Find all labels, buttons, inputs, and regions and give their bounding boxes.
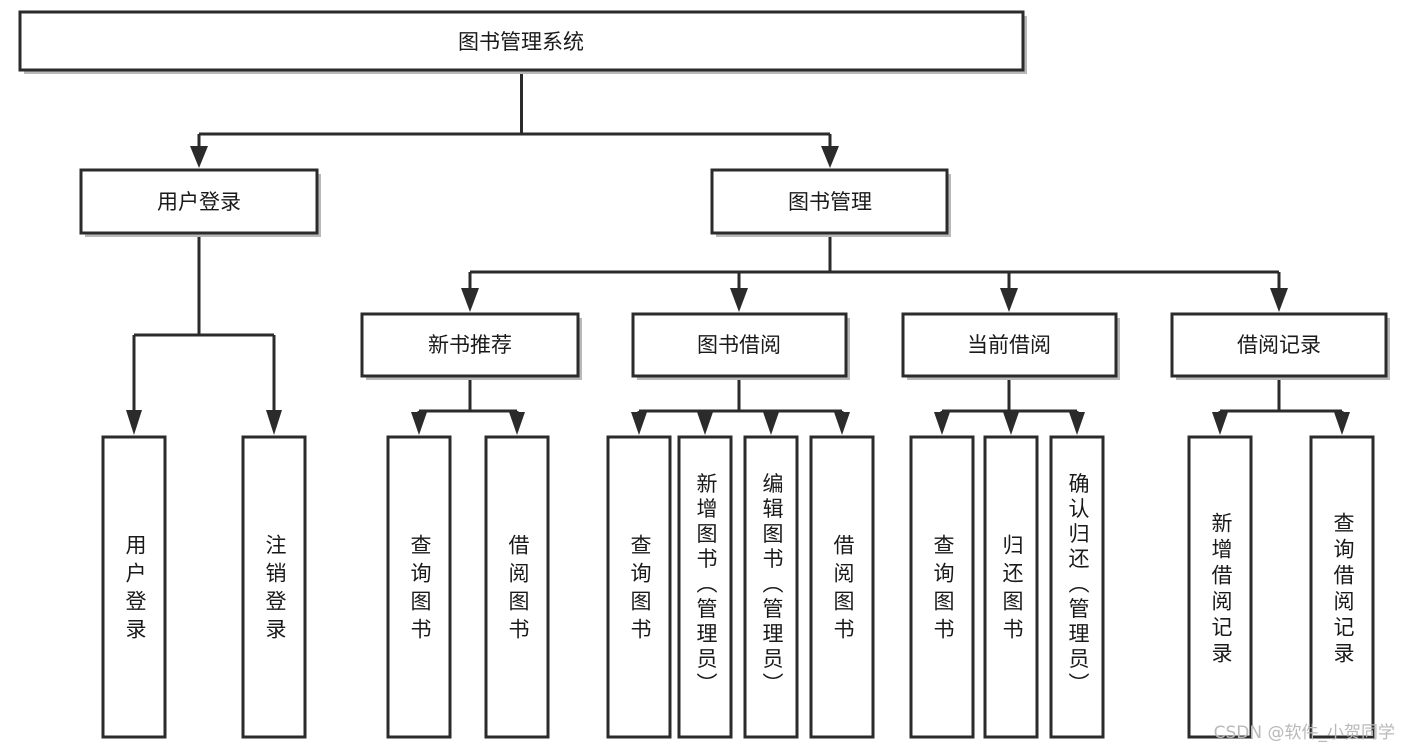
node-leaf-query-books-2[interactable]: 查询图书 bbox=[606, 435, 672, 739]
arrow-to-borrow-records bbox=[1270, 288, 1288, 312]
node-root[interactable]: 图书管理系统 bbox=[18, 10, 1027, 74]
node-leaf-query-record[interactable]: 查询借阅记录 bbox=[1309, 435, 1375, 739]
node-leaf-user-login[interactable]: 用户登录 bbox=[101, 435, 167, 739]
leaf-borrow-books-2-label: 借阅图书 bbox=[831, 534, 855, 646]
arrow-leaf-confirm-return bbox=[1069, 412, 1085, 435]
node-borrow-records[interactable]: 借阅记录 bbox=[1170, 312, 1390, 380]
node-leaf-add-book[interactable]: 新增图书（管理员） bbox=[677, 435, 733, 739]
current-borrow-label: 当前借阅 bbox=[967, 333, 1051, 357]
leaf-query-books-1-box[interactable] bbox=[386, 435, 452, 739]
book-borrow-label: 图书借阅 bbox=[697, 333, 781, 357]
node-current-borrow[interactable]: 当前借阅 bbox=[901, 312, 1120, 380]
arrow-leaf-query-books-3 bbox=[934, 412, 950, 435]
leaf-query-record-box[interactable] bbox=[1309, 435, 1375, 739]
leaf-confirm-return-label: 确认归还（管理员） bbox=[1066, 473, 1090, 698]
book-management-box[interactable] bbox=[710, 168, 949, 235]
leaf-logout-label: 注销登录 bbox=[263, 534, 287, 646]
arrow-leaf-user-login bbox=[126, 410, 142, 435]
arrow-leaf-query-books-1 bbox=[411, 412, 427, 435]
arrow-to-book-mgmt bbox=[821, 146, 839, 168]
leaf-query-books-3-label: 查询图书 bbox=[931, 534, 955, 646]
user-login-box[interactable] bbox=[79, 168, 319, 235]
node-leaf-edit-book[interactable]: 编辑图书（管理员） bbox=[743, 435, 799, 739]
node-leaf-confirm-return[interactable]: 确认归还（管理员） bbox=[1049, 435, 1105, 739]
book-management-label: 图书管理 bbox=[788, 190, 872, 214]
arrow-leaf-query-books-2 bbox=[631, 412, 647, 435]
node-leaf-logout[interactable]: 注销登录 bbox=[241, 435, 307, 739]
new-book-recommend-box[interactable] bbox=[360, 312, 580, 378]
borrow-records-label: 借阅记录 bbox=[1237, 333, 1321, 357]
arrow-leaf-add-book bbox=[697, 412, 713, 435]
arrow-leaf-add-record bbox=[1212, 412, 1228, 435]
arrow-leaf-edit-book bbox=[763, 412, 779, 435]
node-leaf-add-record[interactable]: 新增借阅记录 bbox=[1187, 435, 1253, 739]
current-borrow-box[interactable] bbox=[901, 312, 1118, 378]
node-book-borrow[interactable]: 图书借阅 bbox=[631, 312, 850, 380]
leaf-query-books-3-box[interactable] bbox=[909, 435, 975, 739]
leaf-borrow-books-1-box[interactable] bbox=[484, 435, 550, 739]
node-leaf-return-book[interactable]: 归还图书 bbox=[983, 435, 1039, 739]
arrow-leaf-borrow-books-2 bbox=[834, 412, 850, 435]
arrow-leaf-return-book bbox=[1003, 412, 1019, 435]
user-login-label: 用户登录 bbox=[157, 190, 241, 214]
arrow-leaf-borrow-books-1 bbox=[509, 412, 525, 435]
arrow-to-user-login bbox=[190, 146, 208, 168]
node-leaf-borrow-books-2[interactable]: 借阅图书 bbox=[809, 435, 875, 739]
leaf-query-books-1-label: 查询图书 bbox=[408, 534, 432, 646]
node-book-management[interactable]: 图书管理 bbox=[710, 168, 951, 237]
leaf-add-record-box[interactable] bbox=[1187, 435, 1253, 739]
arrow-leaf-query-record bbox=[1334, 412, 1350, 435]
leaf-edit-book-box[interactable] bbox=[743, 435, 799, 739]
leaf-add-book-box[interactable] bbox=[677, 435, 733, 739]
leaf-logout-box[interactable] bbox=[241, 435, 307, 739]
leaf-borrow-books-2-box[interactable] bbox=[809, 435, 875, 739]
leaf-return-book-box[interactable] bbox=[983, 435, 1039, 739]
leaf-confirm-return-box[interactable] bbox=[1049, 435, 1105, 739]
connector-layer bbox=[126, 70, 1350, 435]
leaf-add-book-label: 新增图书（管理员） bbox=[694, 473, 718, 698]
node-leaf-query-books-1[interactable]: 查询图书 bbox=[386, 435, 452, 739]
node-leaf-borrow-books-1[interactable]: 借阅图书 bbox=[484, 435, 550, 739]
leaf-borrow-books-1-label: 借阅图书 bbox=[506, 534, 530, 646]
leaf-add-record-label: 新增借阅记录 bbox=[1209, 512, 1233, 668]
root-label: 图书管理系统 bbox=[458, 30, 584, 54]
leaf-return-book-label: 归还图书 bbox=[1000, 534, 1024, 646]
leaf-edit-book-label: 编辑图书（管理员） bbox=[760, 473, 784, 698]
root-box[interactable] bbox=[18, 10, 1025, 72]
node-leaf-query-books-3[interactable]: 查询图书 bbox=[909, 435, 975, 739]
arrow-to-book-borrow bbox=[730, 288, 748, 312]
leaf-query-books-2-label: 查询图书 bbox=[628, 534, 652, 646]
leaf-user-login-label: 用户登录 bbox=[123, 534, 147, 646]
arrow-to-current-borrow bbox=[1000, 288, 1018, 312]
new-book-recommend-label: 新书推荐 bbox=[428, 333, 512, 357]
arrow-leaf-logout bbox=[266, 410, 282, 435]
leaf-query-books-2-box[interactable] bbox=[606, 435, 672, 739]
borrow-records-box[interactable] bbox=[1170, 312, 1388, 378]
node-user-login[interactable]: 用户登录 bbox=[79, 168, 321, 237]
leaf-user-login-box[interactable] bbox=[101, 435, 167, 739]
arrow-to-new-books bbox=[461, 288, 479, 312]
book-borrow-box[interactable] bbox=[631, 312, 848, 378]
leaf-query-record-label: 查询借阅记录 bbox=[1331, 512, 1355, 668]
node-new-book-recommend[interactable]: 新书推荐 bbox=[360, 312, 582, 380]
